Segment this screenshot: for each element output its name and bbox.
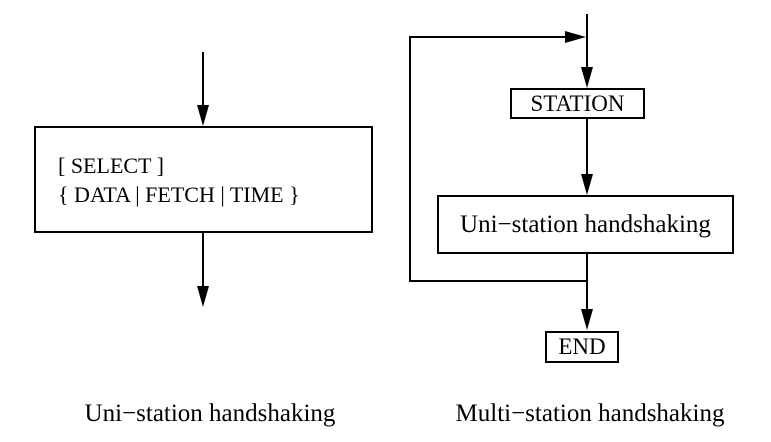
loop-return-left-line — [409, 36, 411, 282]
process-to-end-flow-line — [586, 254, 588, 310]
down-arrowhead-icon — [197, 105, 209, 126]
down-arrowhead-icon — [581, 67, 593, 88]
uni-station-caption: Uni−station handshaking — [84, 400, 336, 427]
multi-station-caption: Multi−station handshaking — [455, 400, 725, 427]
end-box: END — [545, 331, 619, 363]
uni-entry-flow-line — [202, 52, 204, 107]
loop-return-top-line — [409, 36, 565, 38]
down-arrowhead-icon — [197, 286, 209, 307]
down-arrowhead-icon — [581, 174, 593, 195]
station-to-process-flow-line — [586, 119, 588, 175]
select-box-line1: [ SELECT ] — [58, 152, 164, 178]
select-box-line2: { DATA | FETCH | TIME } — [58, 181, 300, 207]
down-arrowhead-icon — [581, 309, 593, 330]
process-box-label: Uni−station handshaking — [460, 210, 711, 238]
multi-entry-flow-line — [586, 14, 588, 68]
station-box: STATION — [510, 88, 645, 119]
loop-return-bottom-line — [409, 280, 588, 282]
select-statement-box: [ SELECT ] { DATA | FETCH | TIME } — [34, 126, 373, 233]
end-box-label: END — [558, 334, 606, 359]
right-arrowhead-icon — [565, 31, 586, 43]
uni-exit-flow-line — [202, 233, 204, 288]
uni-station-handshaking-box: Uni−station handshaking — [437, 195, 734, 254]
station-box-label: STATION — [530, 90, 625, 116]
